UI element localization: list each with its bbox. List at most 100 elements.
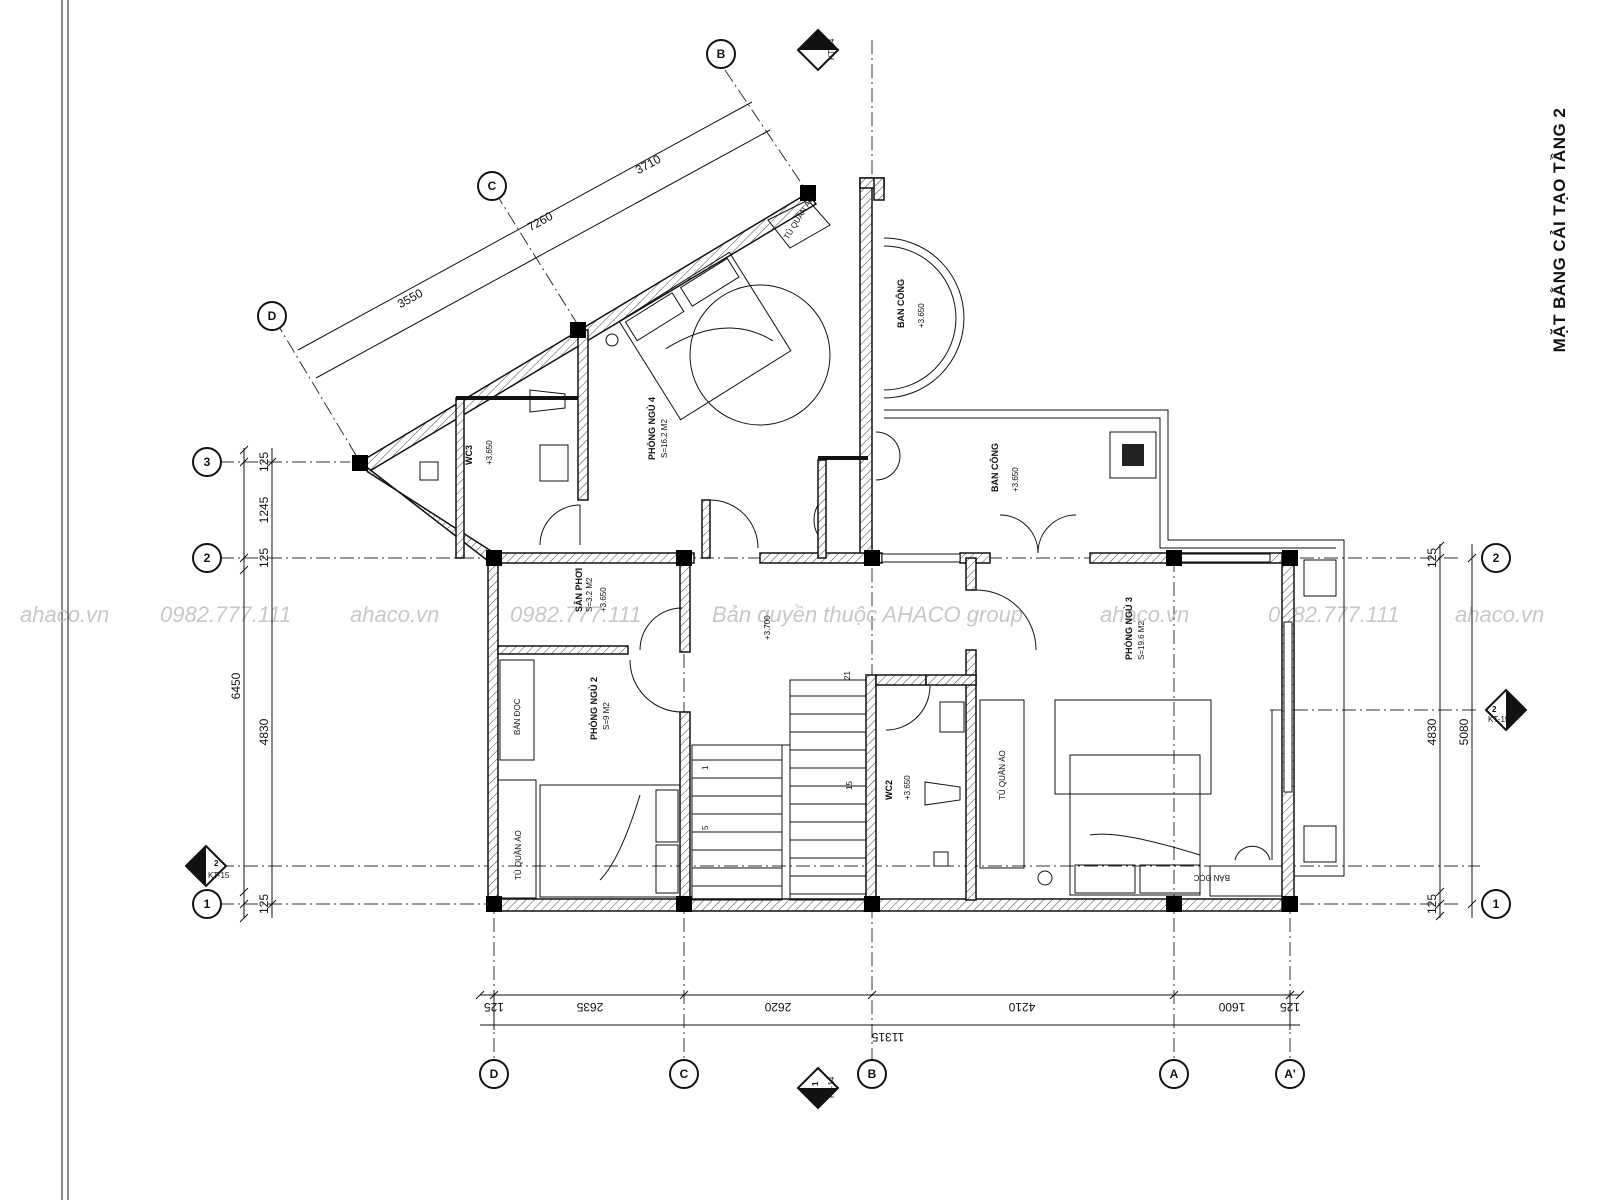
drawing-line [475,990,485,1000]
svg-text:2: 2 [1493,551,1500,565]
wardrobe-label: TỦ QUẦN ÁO [513,830,523,880]
dimension-value: 125 [484,1000,504,1014]
grid-bubble-diag-D: D [257,301,287,331]
desk-label: BÀN ĐỌC [1193,873,1230,882]
floor-level: +3.650 [599,587,608,612]
drawing-line [239,913,249,923]
grid-bubble-diag-B: B [706,39,736,69]
staircase: 21 15 1 5 [691,671,867,901]
watermark-row: ahaco.vn 0982.777.111 ahaco.vn 0982.777.… [20,602,1544,627]
room-name: SÂN PHƠI [573,568,584,612]
drawing-line [267,457,277,467]
drawing-line [239,899,249,909]
balcony-curve [883,237,965,399]
dimension-value: 1600 [1218,1000,1245,1014]
svg-text:KT-15: KT-15 [208,871,230,880]
room-name: PHÒNG NGỦ 4 [646,397,657,460]
dimension-value: 3710 [633,152,663,177]
watermark-text: 0982.777.111 [160,602,291,627]
svg-text:C: C [680,1067,689,1081]
svg-text:1: 1 [1493,897,1500,911]
drawing-line [1435,887,1445,897]
drawing-line [1435,541,1445,551]
room-area: S=19.6 M2 [1137,621,1146,660]
grid-bubble-row-1-right: 1 [1481,889,1511,919]
hall-label: +3.700 [763,615,772,640]
grid-bubbles: 3 2 1 2 1 D C B A A' B C D [192,39,1511,1089]
dimension-value: 1245 [257,496,271,523]
drawing-line [679,990,689,1000]
watermark-text: 0982.777.111 [510,602,641,627]
doors [539,499,1077,731]
grid-bubble-col-A: A [1159,1059,1189,1089]
bedroom2-label: PHÒNG NGỦ 2 S=9 M2 [588,677,611,740]
grid-bubble-row-1-left: 1 [192,889,222,919]
watermark-text: ahaco.vn [20,602,109,627]
drawing-line [1467,899,1477,909]
balcony-mid-label: BAN CÔNG +3.650 [989,443,1020,492]
drawing-line [239,457,249,467]
svg-text:KT-14: KT-14 [827,1076,836,1098]
svg-text:2: 2 [204,551,211,565]
floor-level: +3.700 [763,615,772,640]
watermark-text: ahaco.vn [1455,602,1544,627]
room-area: S=16.2 M2 [660,419,669,458]
drawing-line [1435,553,1445,563]
svg-text:1: 1 [811,1081,820,1086]
section-mark-bottom: 1 KT-14 [796,1066,840,1110]
wc2-label: WC2 +3.650 [884,775,912,800]
floor-level: +3.650 [903,775,912,800]
drawing-line [1295,990,1305,1000]
dimension-value: 125 [1425,548,1439,568]
dimension-value: 2635 [576,1000,603,1014]
room-area: S=9 M2 [602,702,611,730]
furniture: TỦ QUẦN ÁO BÀN ĐỌC TỦ QUẦN ÁO TỦ QUẦN ÁO [419,194,1283,899]
dimension-lines: 125 2635 2620 4210 1600 125 11315 125 12… [229,101,1477,1044]
section-mark-top: 1 KT-14 [796,28,840,72]
room-name: BAN CÔNG [989,443,1000,492]
room-labels: PHÒNG NGỦ 4 S=16.2 M2 WC3 +3.650 BAN CÔN… [464,279,1146,800]
drawing-line [239,445,249,455]
dimension-value: 4830 [1425,718,1439,745]
svg-text:A: A [1170,1067,1179,1081]
grid-bubble-row-2-right: 2 [1481,543,1511,573]
svg-text:D: D [268,309,277,323]
section-mark-right: 2 KT-15 [1484,688,1528,732]
dimension-total: 11315 [871,1030,904,1044]
svg-text:A': A' [1284,1067,1296,1081]
desk-label: BÀN ĐỌC [513,698,522,735]
dimension-value: 4210 [1008,1000,1035,1014]
dimension-value: 125 [257,894,271,914]
section-marks: 1 KT-14 1 KT-14 2 KT-15 2 KT-15 [184,28,1528,1110]
watermark-text: Bản quyền thuộc AHACO group [712,602,1023,627]
room-name: WC2 [884,780,894,800]
dimension-value: 125 [1280,1000,1300,1014]
structural-columns [352,185,1298,912]
drying-yard-label: SÂN PHƠI S=3.2 M2 +3.650 [573,568,608,612]
dimension-total: 5080 [1457,718,1471,745]
floor-level: +3.650 [1011,467,1020,492]
svg-text:C: C [488,179,497,193]
section-mark-left: 2 KT-15 [184,844,230,888]
dimension-value: 4830 [257,718,271,745]
stair-number: 15 [845,781,854,790]
grid-bubble-row-2-left: 2 [192,543,222,573]
drawing-line [239,553,249,563]
stair-number: 1 [701,765,710,770]
svg-text:D: D [490,1067,499,1081]
drawing-title: MẶT BẰNG CẢI TẠO TẦNG 2 [1550,108,1569,353]
dimension-total: 7260 [525,209,555,234]
dimension-value: 125 [257,452,271,472]
svg-text:2: 2 [1492,705,1497,714]
grid-bubble-col-C: C [669,1059,699,1089]
watermark-text: ahaco.vn [1100,602,1189,627]
dimension-value: 3550 [395,286,425,311]
wardrobe-label: TỦ QUẦN ÁO [997,750,1007,800]
grid-bubble-row-3-left: 3 [192,447,222,477]
grid-bubble-col-B: B [857,1059,887,1089]
dimension-value: 125 [1425,894,1439,914]
drawing-line [1435,911,1445,921]
dimension-value: 125 [257,548,271,568]
dimension-total: 6450 [229,672,243,699]
bedroom3-label: PHÒNG NGỦ 3 S=19.6 M2 [1123,597,1146,660]
